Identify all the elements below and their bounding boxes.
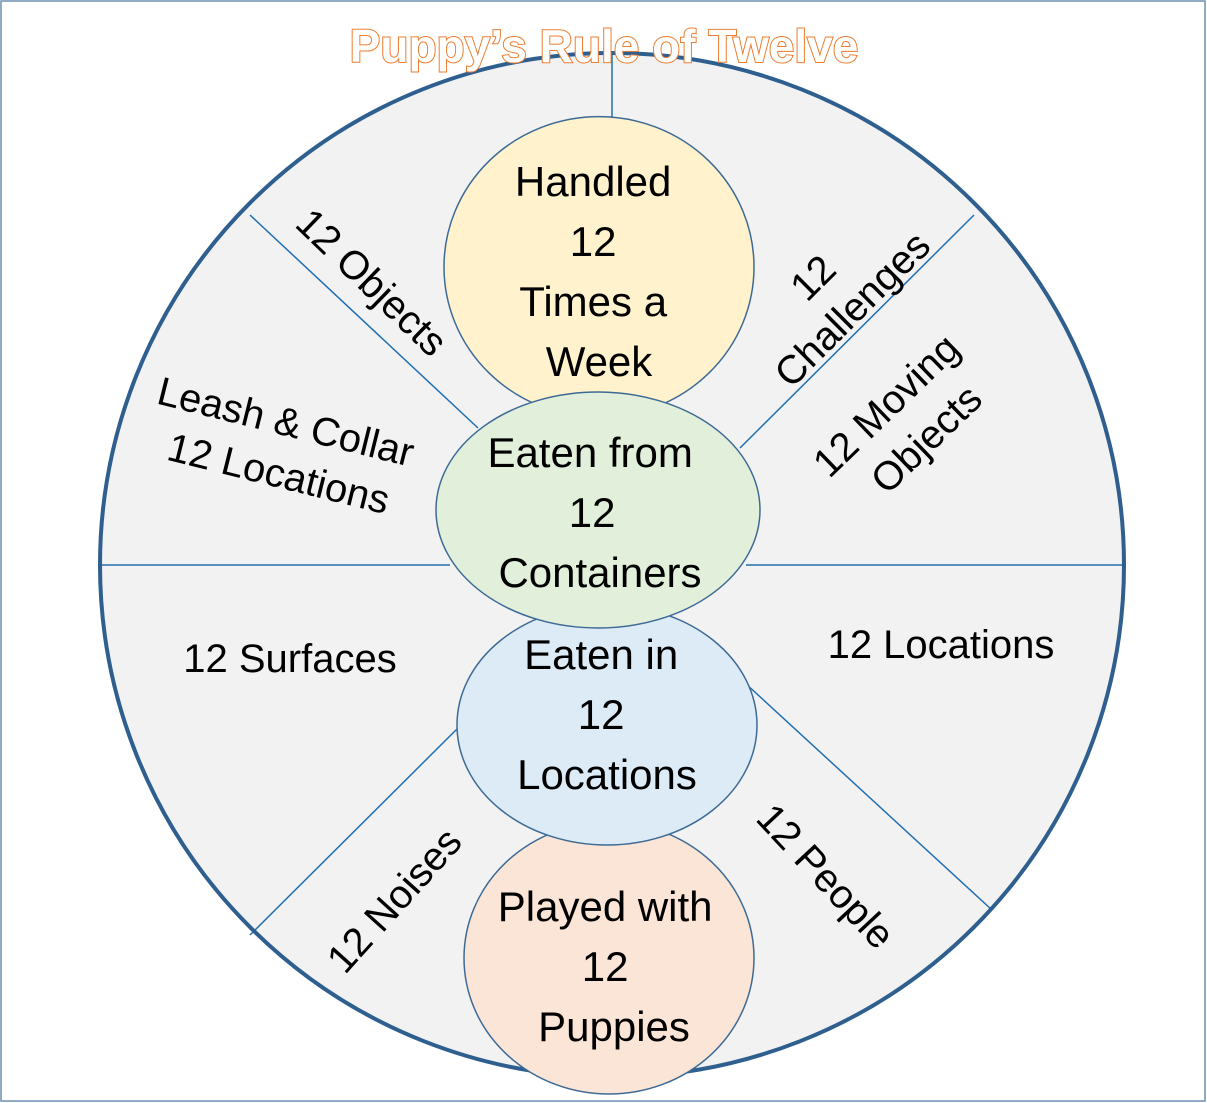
text-containers: Eaten from 12 Containers	[487, 429, 704, 596]
wheel-dividers	[100, 54, 1124, 936]
divider-lower-right	[744, 682, 993, 911]
diagram-title: Puppy’s Rule of Twelve	[350, 20, 859, 72]
label-locations: 12 Locations	[828, 623, 1055, 667]
text-eaten-locations: Eaten in 12 Locations	[517, 631, 697, 798]
text-handled: Handled 12 Times a Week	[515, 158, 683, 385]
divider-lower-left	[249, 727, 459, 936]
divider-upper-right	[739, 214, 975, 449]
circle-containers	[435, 391, 761, 629]
divider-upper-left	[249, 214, 479, 429]
label-surfaces: 12 Surfaces	[183, 637, 396, 681]
text-puppies: Played with 12 Puppies	[498, 883, 724, 1050]
